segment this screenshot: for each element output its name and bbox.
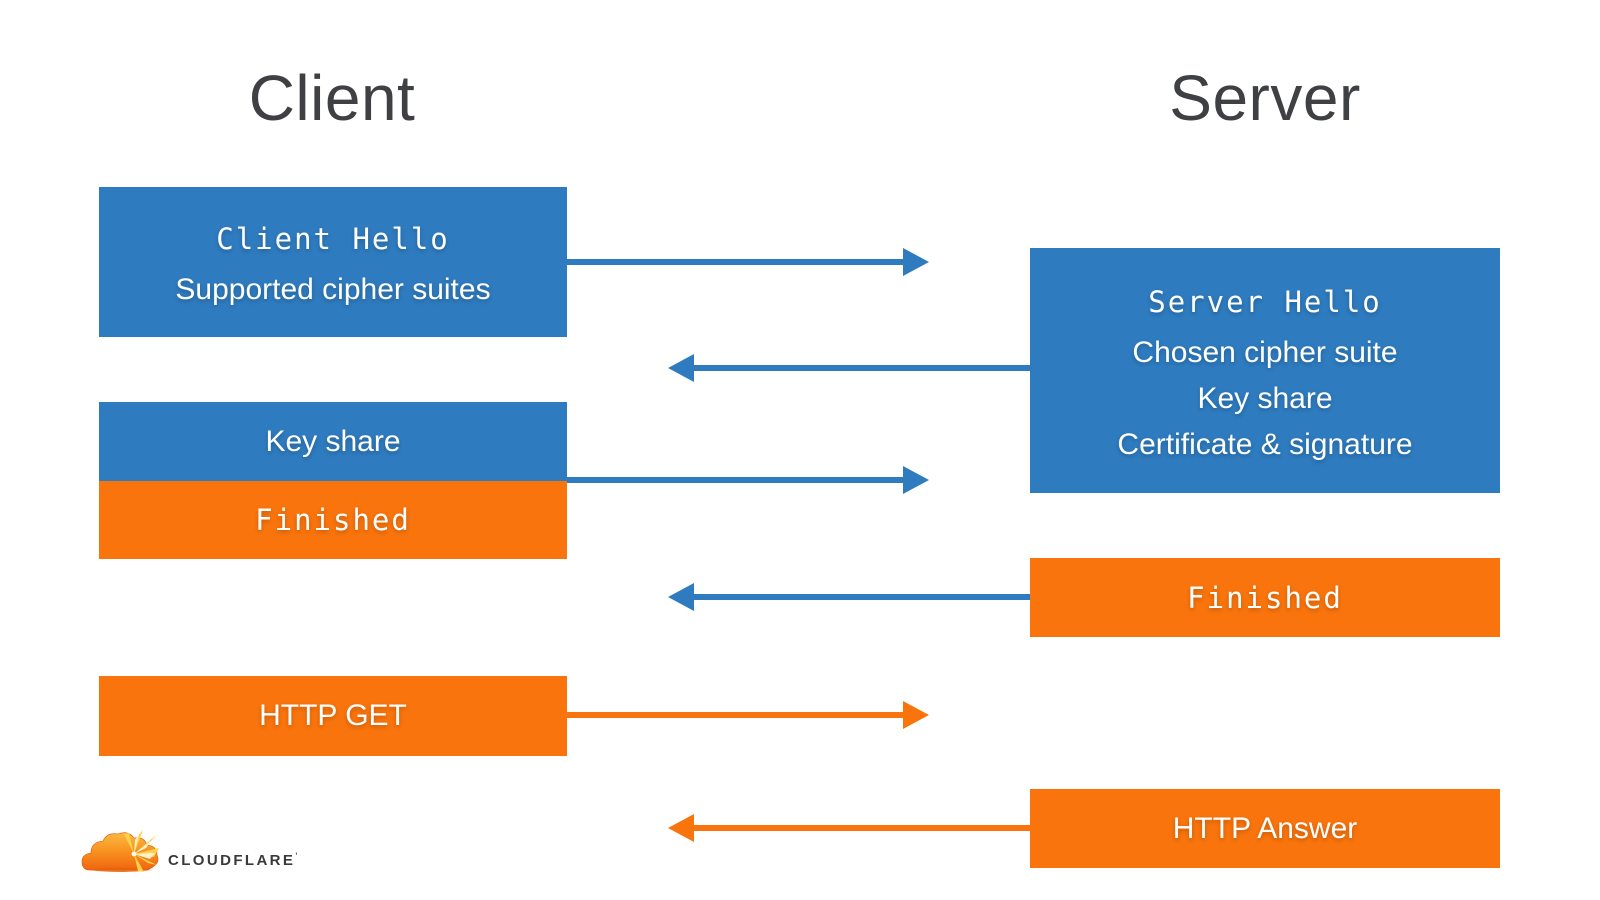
client-key-share-label: Key share [265, 424, 401, 458]
http-answer-arrow [668, 814, 1030, 842]
server-column-heading: Server [1169, 62, 1361, 134]
arrow-shaft [567, 477, 905, 483]
arrow-left-head-icon [668, 814, 694, 842]
arrow-left-head-icon [668, 354, 694, 382]
arrow-left-head-icon [668, 583, 694, 611]
client-hello-label: Client Hello [216, 222, 450, 256]
cloudflare-logo: CLOUDFLARE' [80, 828, 297, 876]
server-key-share-label: Key share [1197, 381, 1333, 415]
arrow-shaft [567, 259, 905, 265]
server-hello-box: Server Hello Chosen cipher suite Key sha… [1030, 248, 1500, 493]
client-hello-arrow [567, 248, 929, 276]
client-finished-label: Finished [255, 503, 411, 537]
arrow-shaft [692, 825, 1030, 831]
trademark-tick: ' [295, 851, 298, 861]
certificate-signature-label: Certificate & signature [1117, 427, 1413, 461]
server-hello-arrow [668, 354, 1030, 382]
client-hello-box: Client Hello Supported cipher suites [99, 187, 567, 337]
cloudflare-cloud-icon [81, 830, 159, 872]
http-answer-label: HTTP Answer [1172, 811, 1358, 845]
key-share-finished-arrow [567, 466, 929, 494]
arrow-shaft [567, 712, 905, 718]
arrow-shaft [692, 365, 1030, 371]
client-column-heading: Client [248, 62, 416, 134]
supported-cipher-suites-label: Supported cipher suites [175, 273, 491, 306]
client-key-share-box: Key share [99, 402, 567, 481]
server-hello-label: Server Hello [1148, 284, 1382, 319]
server-finished-box: Finished [1030, 558, 1500, 637]
http-get-box: HTTP GET [99, 676, 567, 756]
chosen-cipher-suite-label: Chosen cipher suite [1132, 335, 1398, 369]
http-answer-box: HTTP Answer [1030, 789, 1500, 868]
server-finished-arrow [668, 583, 1030, 611]
client-finished-box: Finished [99, 481, 567, 559]
arrow-right-head-icon [903, 466, 929, 494]
server-finished-label: Finished [1187, 580, 1343, 615]
arrow-right-head-icon [903, 701, 929, 729]
arrow-shaft [692, 594, 1030, 600]
cloudflare-wordmark: CLOUDFLARE' [168, 851, 298, 869]
http-get-label: HTTP GET [259, 699, 407, 732]
arrow-right-head-icon [903, 248, 929, 276]
http-get-arrow [567, 701, 929, 729]
